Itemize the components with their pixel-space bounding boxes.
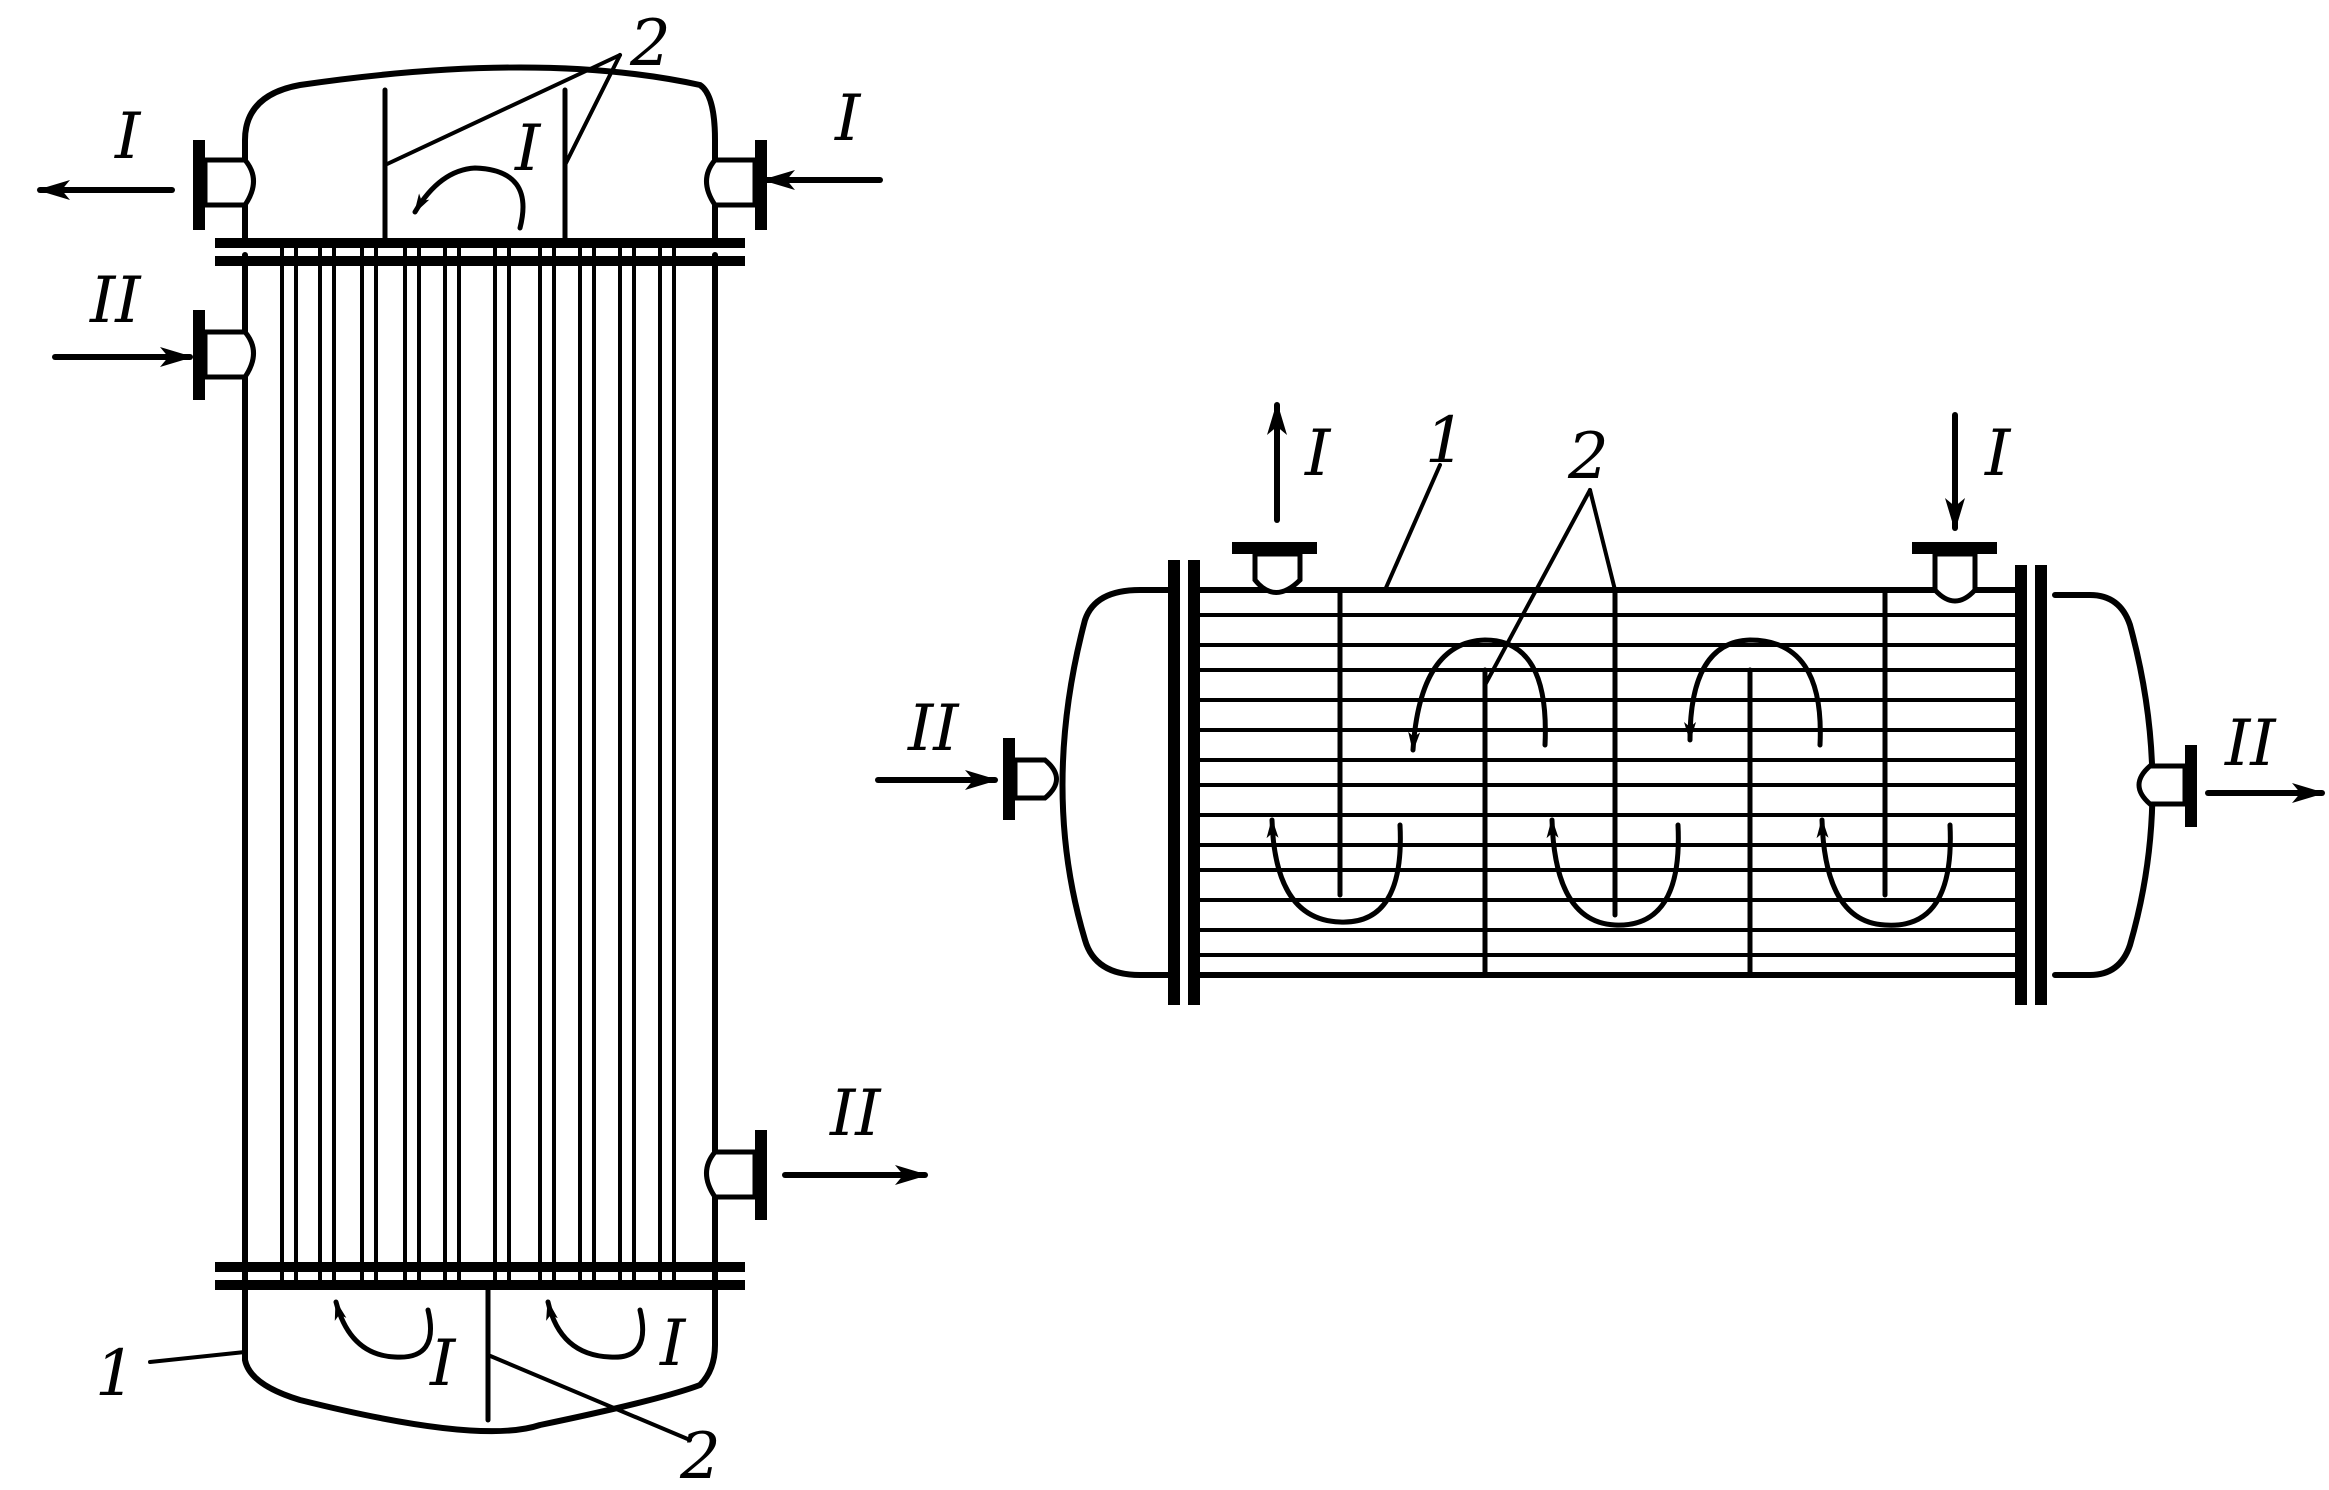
right-side-nozzle	[704, 1130, 767, 1220]
top-right-nozzle-h	[1912, 542, 1997, 604]
bottom-right-flow-arrow	[545, 1299, 646, 1360]
top-head-flow-arrow	[412, 165, 526, 231]
label-baffle-num-h: 2	[1567, 420, 1609, 494]
top-left-nozzle	[193, 140, 256, 230]
label-left-inlet: II	[89, 264, 142, 338]
right-flange-inner	[2015, 565, 2027, 1005]
horizontal-tube-bundle	[1200, 613, 2015, 957]
left-head	[1059, 587, 1173, 978]
shell-leader-h	[1383, 463, 1442, 592]
bottom-tube-sheet-2	[215, 1280, 745, 1290]
top-right-nozzle	[704, 140, 767, 230]
left-flange-outer	[1168, 560, 1180, 1005]
shell-leader	[148, 1350, 247, 1364]
tube-bundle	[280, 248, 676, 1280]
label-top-right-in: I	[834, 82, 862, 156]
horizontal-exchanger: I I 1 2 II II	[875, 401, 2326, 1005]
right-side-nozzle-h	[2136, 745, 2197, 827]
label-right-outlet-h: II	[2224, 707, 2277, 781]
label-shell-num: 1	[95, 1337, 136, 1411]
top-left-nozzle-h	[1232, 542, 1317, 595]
vertical-exchanger: I I I 2 II II I I 1 2	[36, 7, 929, 1490]
label-bottom-baffle-num: 2	[679, 1420, 721, 1490]
label-top-left-out: I	[114, 100, 142, 174]
top-head	[242, 64, 718, 243]
flow-arrow-4	[1684, 637, 1823, 748]
label-top-left-out-h: I	[1304, 417, 1332, 491]
left-side-nozzle-h	[1003, 738, 1059, 820]
label-right-outlet: II	[829, 1077, 882, 1151]
left-flange-inner	[1188, 560, 1200, 1005]
label-top-baffle-num: 2	[629, 7, 671, 81]
flow-arrow-2	[1408, 637, 1548, 753]
label-left-inlet-h: II	[907, 692, 960, 766]
label-bottom-right-internal: I	[659, 1307, 687, 1381]
label-bottom-left-internal: I	[429, 1327, 457, 1401]
top-tube-sheet-2	[215, 256, 745, 266]
left-side-nozzle	[193, 310, 256, 400]
top-baffle-leader-1	[383, 53, 622, 167]
right-flange-outer	[2035, 565, 2047, 1005]
bottom-tube-sheet	[215, 1262, 745, 1272]
flow-arrow-5	[1816, 817, 1953, 928]
flow-arrow-1	[1266, 817, 1403, 925]
bottom-baffle-leader	[486, 1353, 692, 1442]
top-tube-sheet	[215, 238, 745, 248]
baffle-leader-2	[1588, 488, 1617, 592]
bottom-head	[242, 1287, 718, 1435]
top-baffle-leader-2	[563, 53, 622, 167]
label-shell-num-h: 1	[1425, 404, 1466, 478]
label-top-right-in-h: I	[1984, 417, 2012, 491]
flow-arrow-3	[1546, 817, 1681, 928]
label-top-head-internal: I	[514, 112, 542, 186]
baffle-leader-1	[1483, 488, 1592, 687]
bottom-left-flow-arrow	[333, 1299, 434, 1360]
